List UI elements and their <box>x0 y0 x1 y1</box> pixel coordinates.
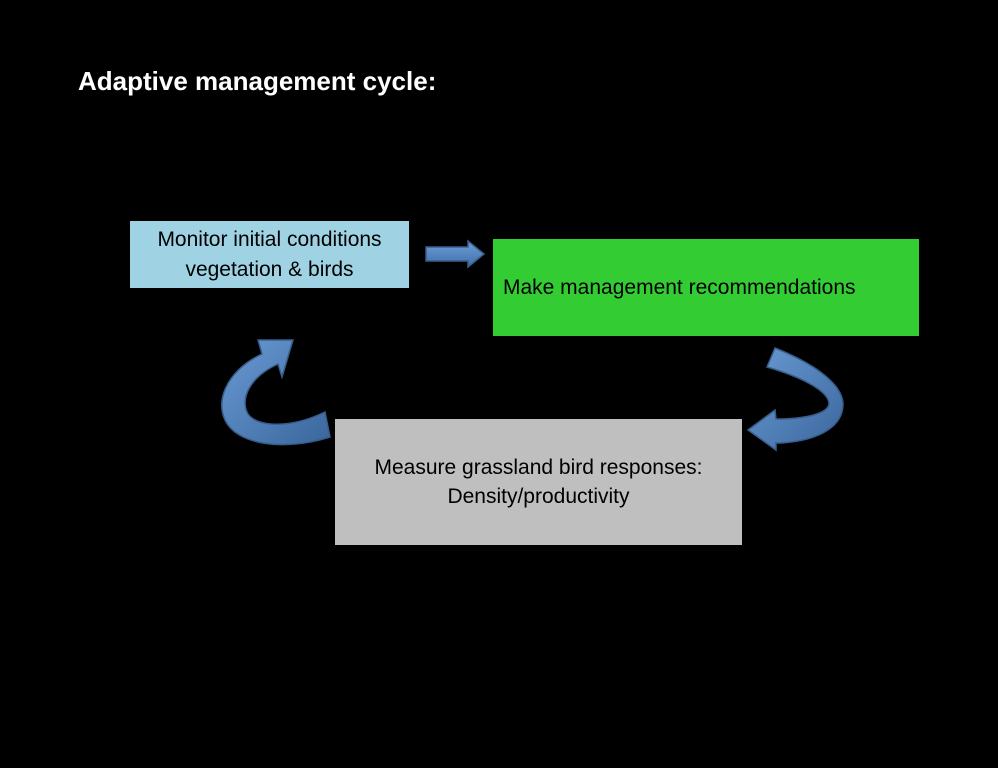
node-measure-bird-responses: Measure grassland bird responses: Densit… <box>335 419 742 545</box>
arrow-make-to-measure <box>746 347 844 452</box>
arrow-monitor-to-make <box>425 239 486 269</box>
node-measure-line2: Density/productivity <box>447 485 630 508</box>
node-measure-line1: Measure grassland bird responses: <box>374 455 703 479</box>
diagram-title: Adaptive management cycle: <box>78 66 437 96</box>
node-monitor-line1: Monitor initial conditions <box>157 228 382 252</box>
node-monitor-initial-conditions: Monitor initial conditions vegetation & … <box>130 221 409 288</box>
node-make-label: Make management recommendations <box>503 275 856 299</box>
arrow-measure-to-monitor <box>220 339 331 446</box>
node-make-recommendations: Make management recommendations <box>493 239 919 336</box>
node-monitor-line2: vegetation & birds <box>185 257 354 281</box>
